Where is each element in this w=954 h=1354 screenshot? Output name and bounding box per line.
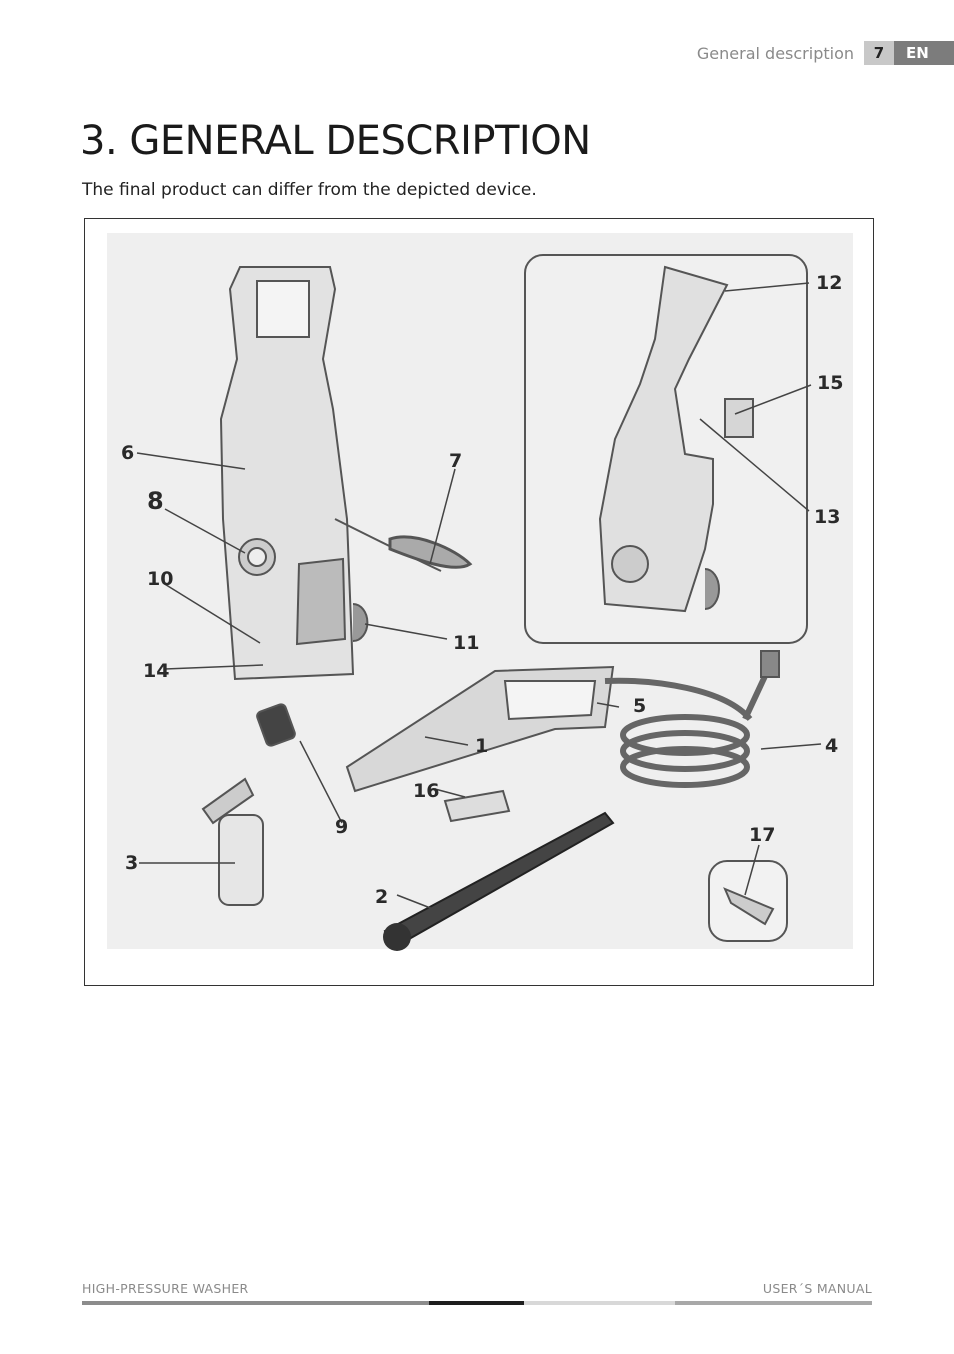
water-inlet-filter <box>256 703 296 747</box>
callout-7: 7 <box>449 450 462 472</box>
product-diagram: 6 7 8 10 11 14 12 15 13 1 5 4 3 2 9 16 1… <box>107 233 853 951</box>
connector-adapter <box>708 860 788 942</box>
nozzle-cleaner <box>443 789 511 823</box>
footer-bar-segment <box>524 1301 675 1305</box>
callout-leaders <box>136 282 822 910</box>
callout-1: 1 <box>475 735 488 757</box>
callout-13: 13 <box>814 506 840 528</box>
callout-2: 2 <box>375 886 388 908</box>
callout-8: 8 <box>147 487 164 515</box>
callout-14: 14 <box>143 660 169 682</box>
callout-11: 11 <box>453 632 479 654</box>
callout-numbers: 6 7 8 10 11 14 12 15 13 1 5 4 3 2 9 16 1… <box>121 272 843 908</box>
callout-4: 4 <box>825 735 838 757</box>
callout-9: 9 <box>335 816 348 838</box>
lance <box>383 811 615 951</box>
page-subtitle: The final product can differ from the de… <box>82 180 537 200</box>
footer-bar-segment <box>429 1301 524 1305</box>
washer-body-front <box>219 266 442 681</box>
power-cable-coil <box>388 535 473 569</box>
detergent-bottle <box>201 777 264 906</box>
page-title: 3. GENERAL DESCRIPTION <box>80 118 591 164</box>
header-page-number: 7 <box>864 41 894 65</box>
callout-12: 12 <box>816 272 842 294</box>
header-language-badge: EN <box>894 41 954 65</box>
callout-17: 17 <box>749 824 775 846</box>
high-pressure-hose <box>604 650 780 788</box>
footer-bar <box>82 1301 872 1305</box>
footer-bar-segment <box>82 1301 429 1305</box>
callout-10: 10 <box>147 568 173 590</box>
washer-body-back <box>524 254 808 644</box>
footer-bar-segment <box>675 1301 872 1305</box>
callout-6: 6 <box>121 442 134 464</box>
product-diagram-frame: 6 7 8 10 11 14 12 15 13 1 5 4 3 2 9 16 1… <box>84 218 874 986</box>
callout-15: 15 <box>817 372 843 394</box>
page-header: General description 7 EN <box>697 41 954 65</box>
footer-document-name: USER´S MANUAL <box>762 1281 872 1296</box>
spray-gun <box>345 665 615 793</box>
callout-3: 3 <box>125 852 138 874</box>
callout-5: 5 <box>633 695 646 717</box>
callout-16: 16 <box>413 780 439 802</box>
footer-product-name: HIGH-PRESSURE WASHER <box>82 1281 249 1296</box>
header-section-title: General description <box>696 43 854 63</box>
